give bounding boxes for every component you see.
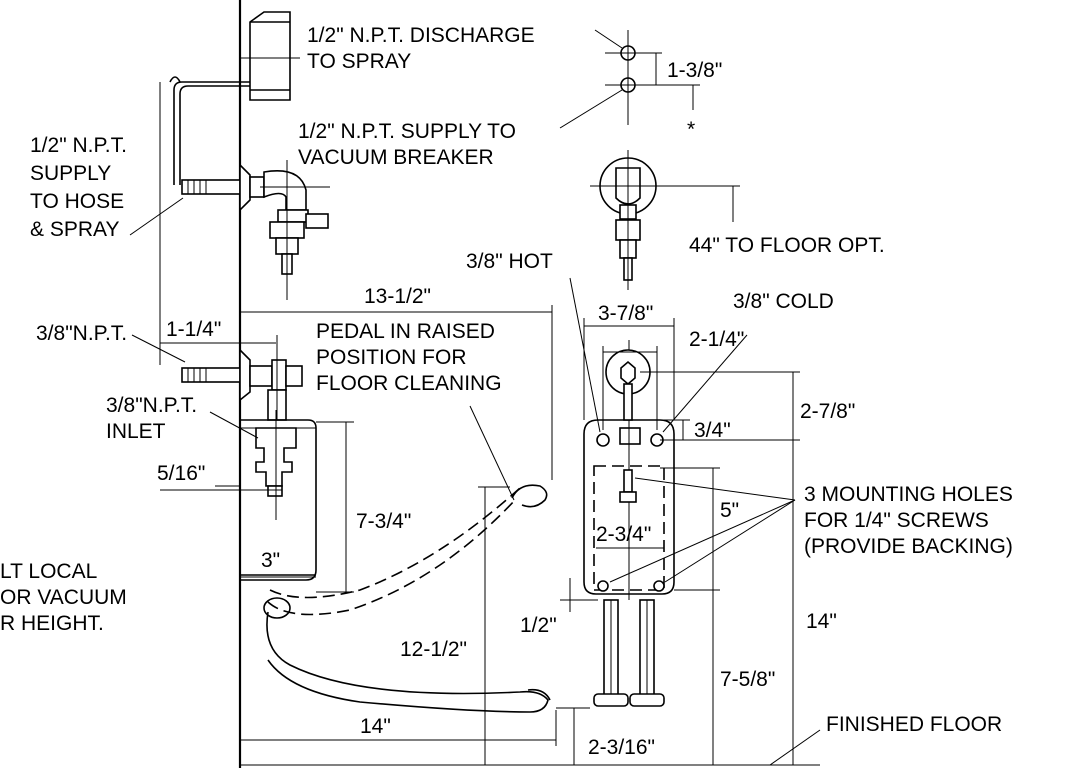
- label-supply-hose-line4: & SPRAY: [30, 218, 119, 241]
- upper-supply-fitting: [181, 160, 330, 300]
- label-holes-line3: (PROVIDE BACKING): [804, 535, 1013, 558]
- label-discharge-line2: TO SPRAY: [307, 50, 411, 73]
- valve-body-side: [240, 410, 317, 581]
- label-asterisk: *: [687, 118, 695, 141]
- dim-3: 3": [261, 549, 280, 572]
- discharge-housing: [240, 11, 300, 101]
- label-finished-floor: FINISHED FLOOR: [826, 713, 1002, 736]
- label-inlet-line1: 3/8"N.P.T.: [106, 394, 197, 417]
- label-supply-hose-line2: SUPPLY: [30, 162, 111, 185]
- label-floor-opt: 44" TO FLOOR OPT.: [689, 234, 885, 257]
- label-local-line2: OR VACUUM: [0, 586, 127, 609]
- pedal-raised: [267, 484, 548, 616]
- discharge-circles: [605, 30, 650, 125]
- dim-12-1-2: 12-1/2": [400, 638, 467, 661]
- leader-lines: [129, 29, 821, 766]
- label-supply-vb-line1: 1/2" N.P.T. SUPPLY TO: [298, 120, 516, 143]
- lower-supply-fitting: [181, 335, 303, 421]
- dim-2-3-16: 2-3/16": [588, 736, 655, 759]
- vacuum-breaker-front: [590, 150, 690, 290]
- label-supply-hose-line3: TO HOSE: [30, 190, 124, 213]
- dim-3-7-8: 3-7/8": [598, 302, 653, 325]
- hose-line: [159, 76, 250, 365]
- label-inlet-line2: INLET: [106, 420, 166, 443]
- dim-13-1-2: 13-1/2": [364, 285, 431, 308]
- pedal-down: [263, 597, 551, 713]
- label-cold: 3/8" COLD: [733, 290, 834, 313]
- dimension-lines: [160, 52, 800, 765]
- dim-5: 5": [720, 499, 739, 522]
- dim-14-bottom: 14": [360, 715, 391, 738]
- dim-2-7-8: 2-7/8": [800, 400, 855, 423]
- dim-14-right: 14": [806, 610, 837, 633]
- label-holes-line1: 3 MOUNTING HOLES: [804, 483, 1013, 506]
- label-npt-38: 3/8"N.P.T.: [36, 322, 127, 345]
- valve-box-front: [583, 340, 675, 707]
- dim-1-1-4: 1-1/4": [166, 318, 221, 341]
- label-local-line1: LT LOCAL: [0, 560, 97, 583]
- dim-5-16: 5/16": [157, 462, 205, 485]
- dim-1-3-8: 1-3/8": [667, 59, 722, 82]
- label-holes-line2: FOR 1/4" SCREWS: [804, 509, 989, 532]
- label-pedal-line1: PEDAL IN RAISED: [316, 320, 495, 343]
- label-supply-hose-line1: 1/2" N.P.T.: [30, 134, 127, 157]
- dim-2-1-4: 2-1/4": [689, 328, 744, 351]
- label-pedal-line2: POSITION FOR: [316, 346, 467, 369]
- label-supply-vb-line2: VACUUM BREAKER: [298, 146, 494, 169]
- dim-7-3-4: 7-3/4": [356, 510, 411, 533]
- label-hot: 3/8" HOT: [466, 250, 553, 273]
- dim-3-4: 3/4": [694, 419, 731, 442]
- label-local-line3: R HEIGHT.: [0, 612, 104, 635]
- label-pedal-line3: FLOOR CLEANING: [316, 372, 502, 395]
- label-discharge-line1: 1/2" N.P.T. DISCHARGE: [307, 24, 535, 47]
- dim-1-2: 1/2": [520, 614, 557, 637]
- dim-7-5-8: 7-5/8": [720, 668, 775, 691]
- dim-2-3-4: 2-3/4": [596, 523, 651, 546]
